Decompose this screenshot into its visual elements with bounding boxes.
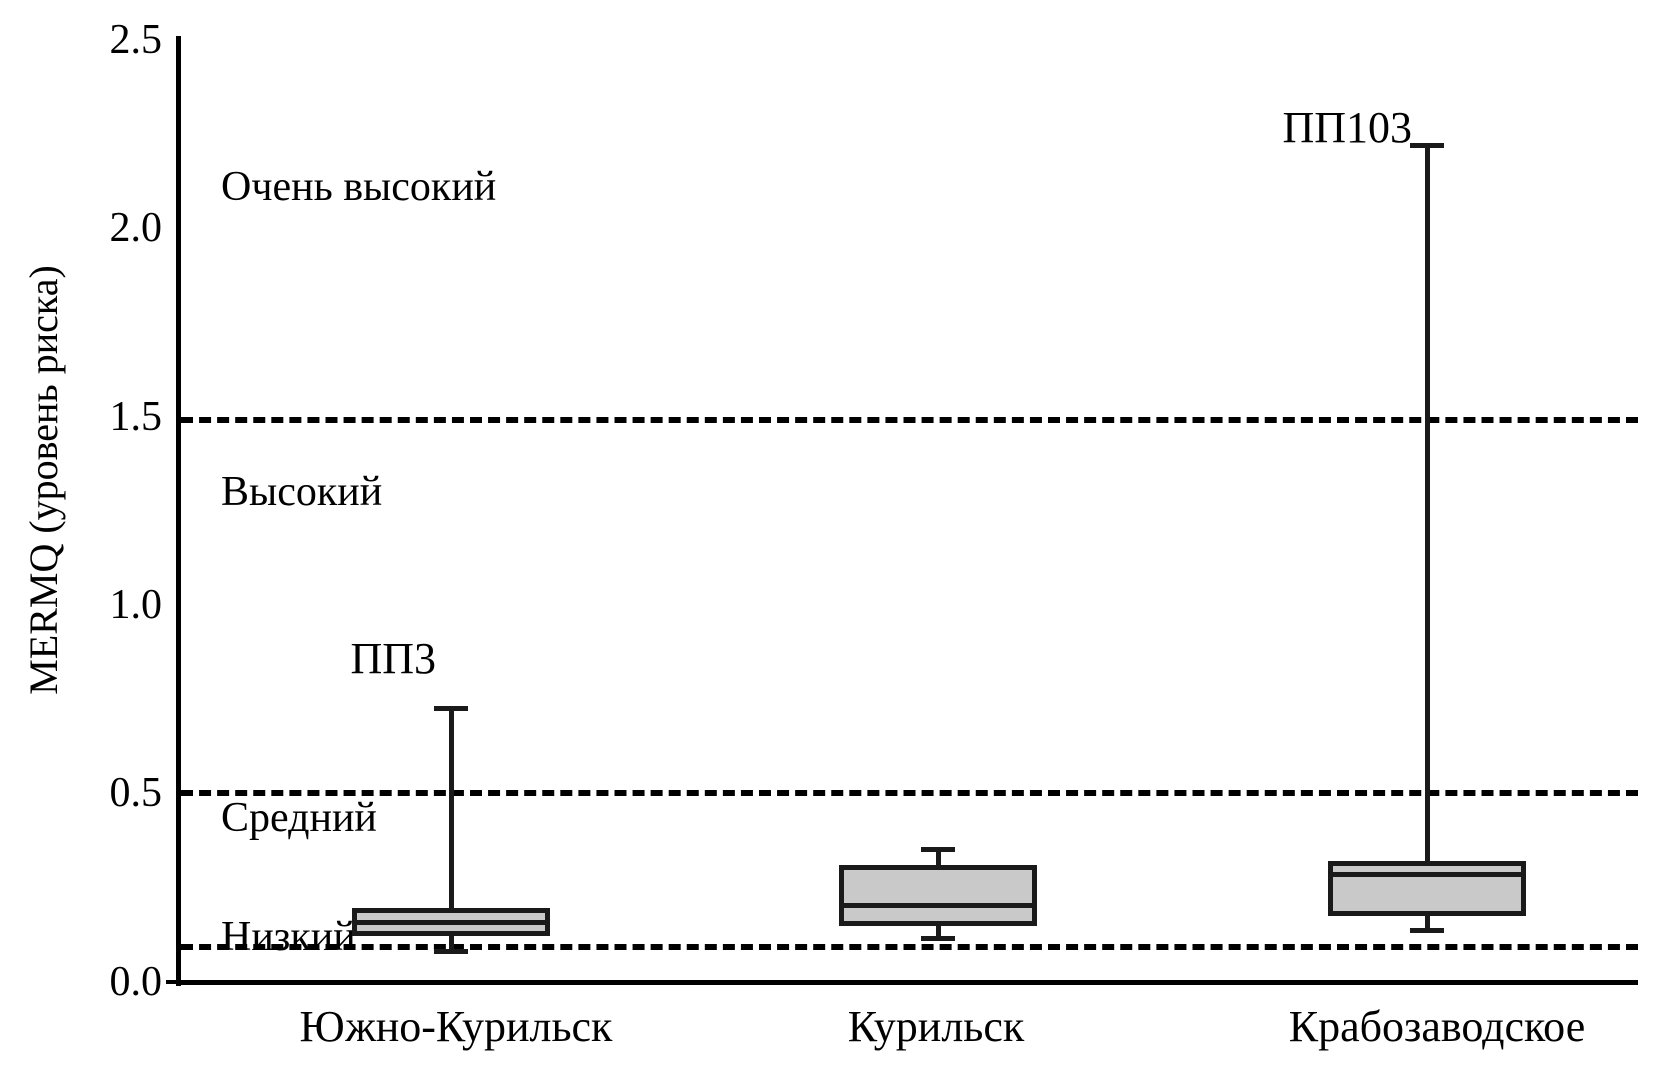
whisker-upper-cap [921, 847, 955, 852]
median-line [1328, 872, 1526, 877]
whisker-lower-cap [434, 949, 468, 954]
box-kurilsk[interactable] [839, 865, 1037, 926]
zone-label-medium: Средний [221, 795, 377, 841]
whisker-lower-cap [1410, 928, 1444, 933]
box-krabozavodskoye[interactable] [1328, 861, 1526, 916]
median-line [352, 920, 550, 925]
threshold-line-high [181, 790, 1638, 796]
threshold-line-very-high [181, 417, 1638, 423]
whisker-upper-line [1425, 145, 1430, 863]
whisker-upper-cap [1410, 143, 1444, 148]
x-category-label-krabozavodskoye: Крабозаводское [1288, 1002, 1586, 1051]
y-axis-title: MERMQ (уровень риска) [21, 265, 66, 695]
median-line [839, 903, 1037, 908]
threshold-line-medium [181, 944, 1638, 950]
x-category-label-yuzhno-kurilsk: Южно-Курильск [299, 1002, 613, 1051]
zone-label-low: Низкий [221, 914, 356, 960]
x-axis-line [176, 980, 1638, 985]
whisker-upper-line [449, 708, 454, 912]
zone-label-very-high: Очень высокий [221, 164, 497, 210]
whisker-upper-line [936, 849, 941, 869]
x-category-label-kurilsk: Курильск [847, 1002, 1025, 1051]
y-axis-zero-tick [166, 980, 180, 984]
y-tick-label: 0.0 [109, 959, 163, 1005]
whisker-lower-cap [921, 936, 955, 941]
y-tick-label: 1.5 [109, 394, 163, 440]
y-axis-line [176, 36, 181, 986]
annotation-pp3: ПП3 [350, 634, 436, 683]
zone-label-high: Высокий [221, 469, 383, 515]
y-tick-label: 2.0 [109, 205, 163, 251]
whisker-lower-line [449, 933, 454, 951]
y-tick-label: 1.0 [109, 582, 163, 628]
y-tick-label: 2.5 [109, 17, 163, 63]
whisker-upper-cap [434, 706, 468, 711]
y-axis-tick-labels: 2.5 2.0 1.5 1.0 0.5 0.0 [90, 0, 163, 1071]
y-tick-label: 0.5 [109, 770, 163, 816]
annotation-pp103: ПП103 [1282, 103, 1412, 152]
whisker-lower-line [1425, 912, 1430, 930]
whisker-lower-line [936, 922, 941, 938]
